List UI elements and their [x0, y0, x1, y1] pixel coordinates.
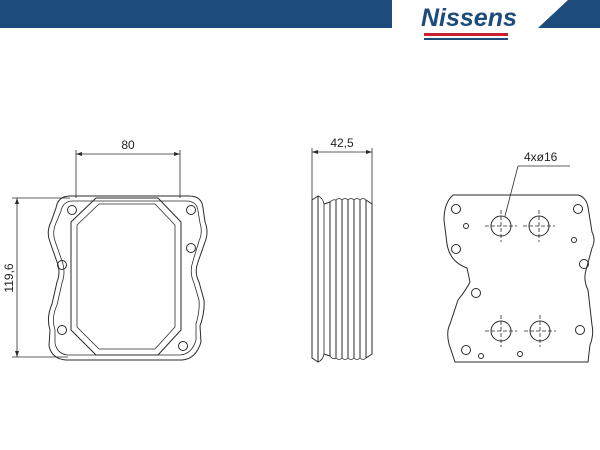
width-dimension-label: 80: [121, 138, 135, 152]
height-dimension-label: 119,6: [2, 263, 16, 292]
rear-port: [524, 315, 556, 347]
rear-view: 4xø16: [443, 150, 595, 363]
brand-logo: Nissens: [421, 4, 517, 40]
brand-logo-red-stripe: [424, 33, 508, 36]
rear-plate-outline: [443, 194, 595, 363]
header: Nissens: [0, 0, 600, 40]
port-callout-label: 4xø16: [524, 150, 558, 164]
rear-bolt-hole: [451, 204, 461, 214]
front-bolt-hole: [57, 260, 67, 270]
rear-bolt-hole: [451, 244, 461, 254]
rear-port: [485, 315, 517, 347]
front-bolt-hole: [57, 325, 67, 335]
depth-dimension-label: 42,5: [330, 136, 354, 150]
rear-bolt-hole: [575, 325, 585, 335]
height-dimension: 119,6: [2, 197, 70, 358]
rear-port: [523, 210, 555, 242]
brand-logo-blue-stripe: [424, 38, 508, 40]
front-body-outer: [70, 197, 182, 356]
rear-pin-hole: [463, 223, 469, 229]
depth-dimension: 42,5: [311, 136, 373, 204]
port-callout: 4xø16: [504, 150, 570, 217]
rear-pin-hole: [571, 237, 577, 243]
brand-logo-text: Nissens: [421, 4, 517, 32]
header-band-right: [538, 0, 600, 28]
width-dimension: 80: [75, 138, 181, 198]
rear-pin-hole: [478, 353, 484, 359]
rear-bolt-hole: [579, 259, 589, 269]
rear-bolt-hole: [573, 204, 583, 214]
front-bolt-hole: [178, 341, 188, 351]
front-bolt-hole: [186, 205, 196, 215]
front-bolt-hole: [67, 205, 77, 215]
rear-bolt-hole: [461, 345, 471, 355]
side-fin-stack: [323, 198, 373, 360]
side-view: 42,5: [311, 136, 373, 363]
front-view: 80 119,6: [2, 138, 208, 361]
front-body-inner: [76, 203, 176, 350]
side-flange: [311, 195, 319, 363]
rear-pin-hole: [517, 351, 523, 357]
header-band-left: [0, 0, 392, 28]
front-gasket-outer: [47, 195, 208, 361]
rear-port: [485, 210, 517, 242]
rear-bolt-hole: [471, 288, 481, 298]
front-bolt-hole: [186, 243, 196, 253]
front-gasket-inner: [53, 200, 202, 356]
